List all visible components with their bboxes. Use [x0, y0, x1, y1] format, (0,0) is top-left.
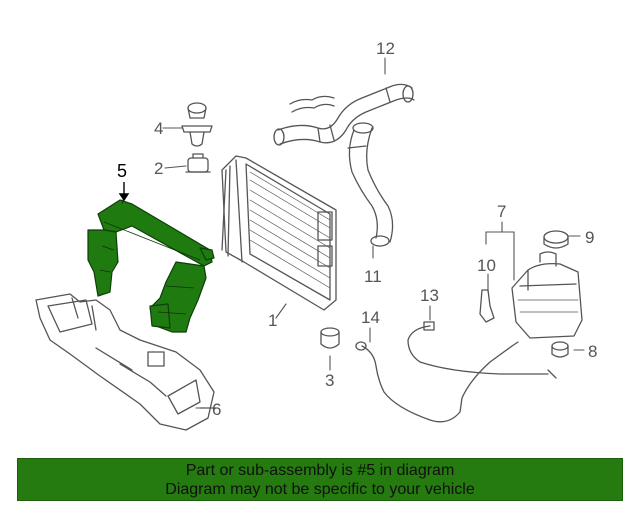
highlighted-part-5	[87, 199, 215, 333]
callout-5-arrow	[118, 182, 130, 202]
callout-6: 6	[212, 400, 222, 419]
banner-line-part: Part or sub-assembly is #5 in diagram	[185, 462, 455, 479]
mount-part-3	[320, 327, 340, 349]
diagram-notice-banner: Part or sub-assembly is #5 in diagram Di…	[17, 458, 623, 501]
callout-4: 4	[154, 119, 164, 138]
callout-10: 10	[477, 256, 496, 275]
banner-line-disclaimer: Diagram may not be specific to your vehi…	[165, 481, 475, 498]
coolant-reservoir	[511, 251, 583, 339]
lower-radiator-hose	[347, 122, 394, 247]
clip-part-4	[181, 102, 213, 147]
callout-14: 14	[361, 308, 380, 327]
callout-12: 12	[376, 39, 395, 58]
hose-part-14	[355, 341, 519, 423]
callout-2: 2	[154, 159, 164, 178]
reservoir-cap	[543, 230, 569, 249]
callout-13: 13	[420, 286, 439, 305]
callout-9: 9	[585, 228, 595, 247]
callout-1: 1	[268, 311, 278, 330]
cap-part-8	[551, 341, 569, 358]
callout-11: 11	[364, 267, 382, 286]
parts-diagram	[35, 57, 585, 431]
callout-5: 5	[117, 161, 128, 181]
callout-7: 7	[497, 202, 507, 221]
sensor-part-10	[479, 289, 495, 323]
grommet-part-2	[185, 153, 211, 173]
callout-8: 8	[588, 342, 598, 361]
upper-radiator-hose	[273, 83, 415, 146]
radiator	[221, 155, 337, 311]
callout-3: 3	[325, 371, 335, 390]
leader-lines	[162, 57, 585, 409]
hose-part-13	[407, 321, 557, 379]
